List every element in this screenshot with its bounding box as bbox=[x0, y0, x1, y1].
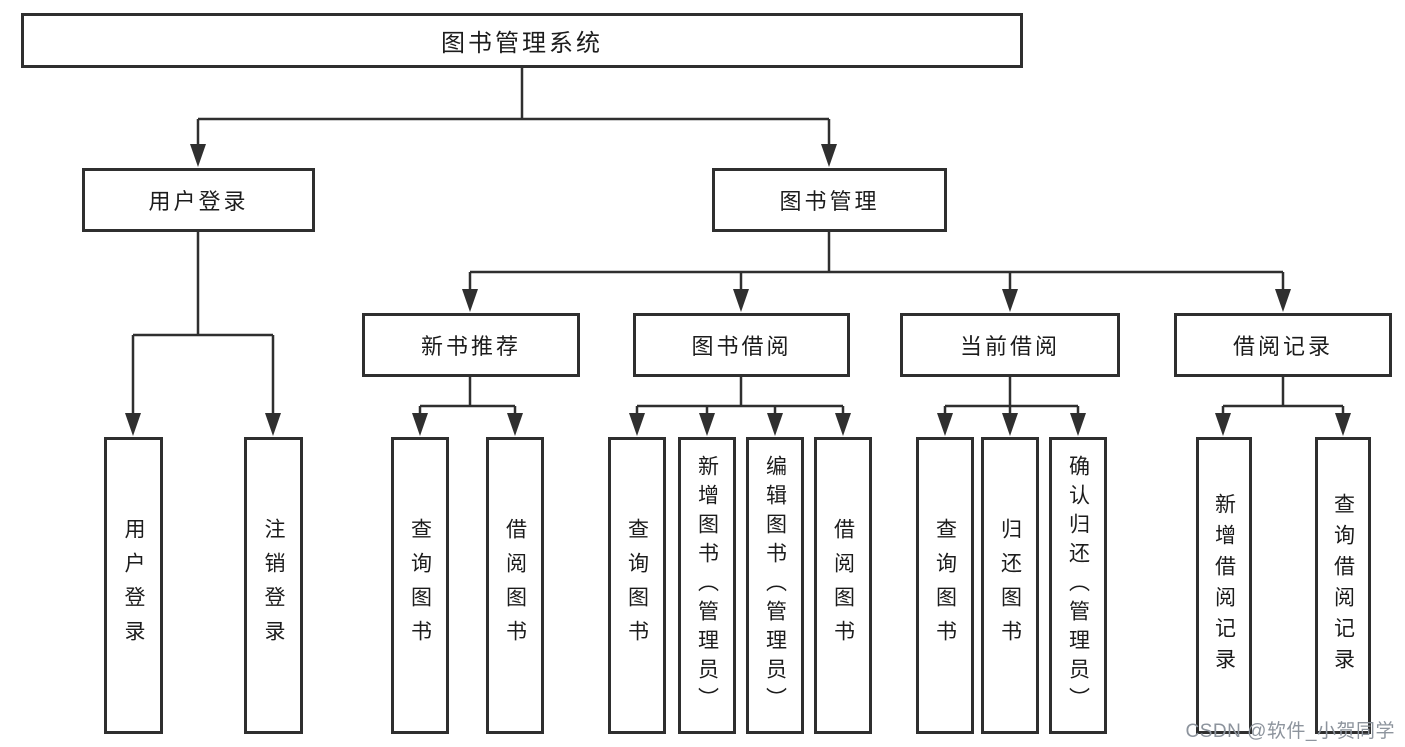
node-library-system: 图书管理系统 bbox=[21, 13, 1023, 68]
node-new-book-recommend: 新书推荐 bbox=[362, 313, 580, 377]
leaf-records-query-record: 查询借阅记录 bbox=[1315, 437, 1371, 734]
leaf-user-login: 用户登录 bbox=[104, 437, 163, 734]
node-book-borrow: 图书借阅 bbox=[633, 313, 850, 377]
leaf-borrow-edit-books-admin: 编辑图书（管理员） bbox=[746, 437, 804, 734]
leaf-borrow-add-books-admin: 新增图书（管理员） bbox=[678, 437, 736, 734]
leaf-records-add-record: 新增借阅记录 bbox=[1196, 437, 1252, 734]
node-user-login: 用户登录 bbox=[82, 168, 315, 232]
leaf-newbook-query-books: 查询图书 bbox=[391, 437, 449, 734]
leaf-logout: 注销登录 bbox=[244, 437, 303, 734]
node-current-borrow: 当前借阅 bbox=[900, 313, 1120, 377]
node-book-management: 图书管理 bbox=[712, 168, 947, 232]
leaf-borrow-query-books: 查询图书 bbox=[608, 437, 666, 734]
leaf-newbook-borrow-books: 借阅图书 bbox=[486, 437, 544, 734]
leaf-borrow-borrow-books: 借阅图书 bbox=[814, 437, 872, 734]
watermark: CSDN @软件_小贺同学 bbox=[1185, 721, 1395, 742]
leaf-current-return-books: 归还图书 bbox=[981, 437, 1039, 734]
node-borrow-records: 借阅记录 bbox=[1174, 313, 1392, 377]
leaf-current-confirm-return-admin: 确认归还（管理员） bbox=[1049, 437, 1107, 734]
leaf-current-query-books: 查询图书 bbox=[916, 437, 974, 734]
